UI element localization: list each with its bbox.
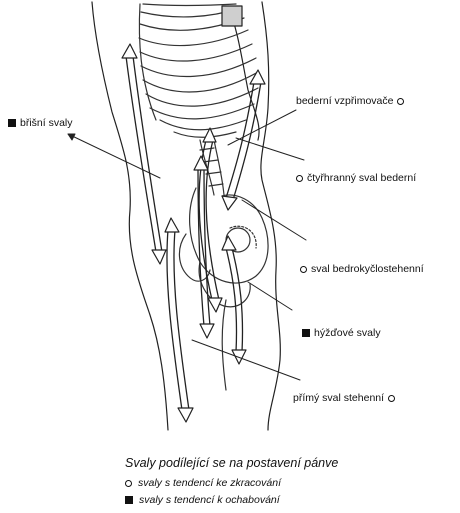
label-text: čtyřhranný sval bederní: [307, 172, 416, 184]
open-circle-icon: [397, 98, 404, 105]
label-text: bederní vzpřimovače: [296, 95, 393, 107]
label-text: sval bedrokyčlostehenní: [311, 263, 424, 275]
figure-caption: Svaly podílející se na postavení pánve: [125, 456, 338, 470]
label-text: břišní svaly: [20, 117, 73, 129]
filled-square-icon: [125, 496, 133, 504]
open-circle-icon: [296, 175, 303, 182]
label-sval-bedrokycli: sval bedrokyčlostehenní: [300, 263, 424, 275]
label-bricni-svaly: břišní svaly: [8, 117, 73, 129]
legend-text: svaly s tendencí ke zkracování: [138, 477, 281, 489]
label-text: přímý sval stehenní: [293, 392, 384, 404]
label-primy-sval: přímý sval stehenní: [293, 392, 395, 404]
legend-row-weakening: svaly s tendencí k ochabování: [125, 494, 280, 506]
label-hyzdove-svaly: hýžďové svaly: [302, 327, 381, 339]
label-text: hýžďové svaly: [314, 327, 381, 339]
filled-square-icon: [302, 329, 310, 337]
arrowheads: [122, 44, 265, 422]
label-ctyrhranny-sval: čtyřhranný sval bederní: [296, 172, 416, 184]
pelvis-bone: [179, 188, 268, 390]
legend-row-shortening: svaly s tendencí ke zkracování: [125, 477, 281, 489]
open-circle-icon: [300, 266, 307, 273]
open-circle-icon: [125, 480, 132, 487]
legend-text: svaly s tendencí k ochabování: [139, 494, 280, 506]
rib-cage: [139, 4, 258, 137]
filled-square-icon: [8, 119, 16, 127]
leader-lines: [68, 110, 306, 380]
body-outline: [92, 2, 280, 430]
label-bederni-vzprimovace: bederní vzpřimovače: [296, 95, 404, 107]
open-circle-icon: [388, 395, 395, 402]
